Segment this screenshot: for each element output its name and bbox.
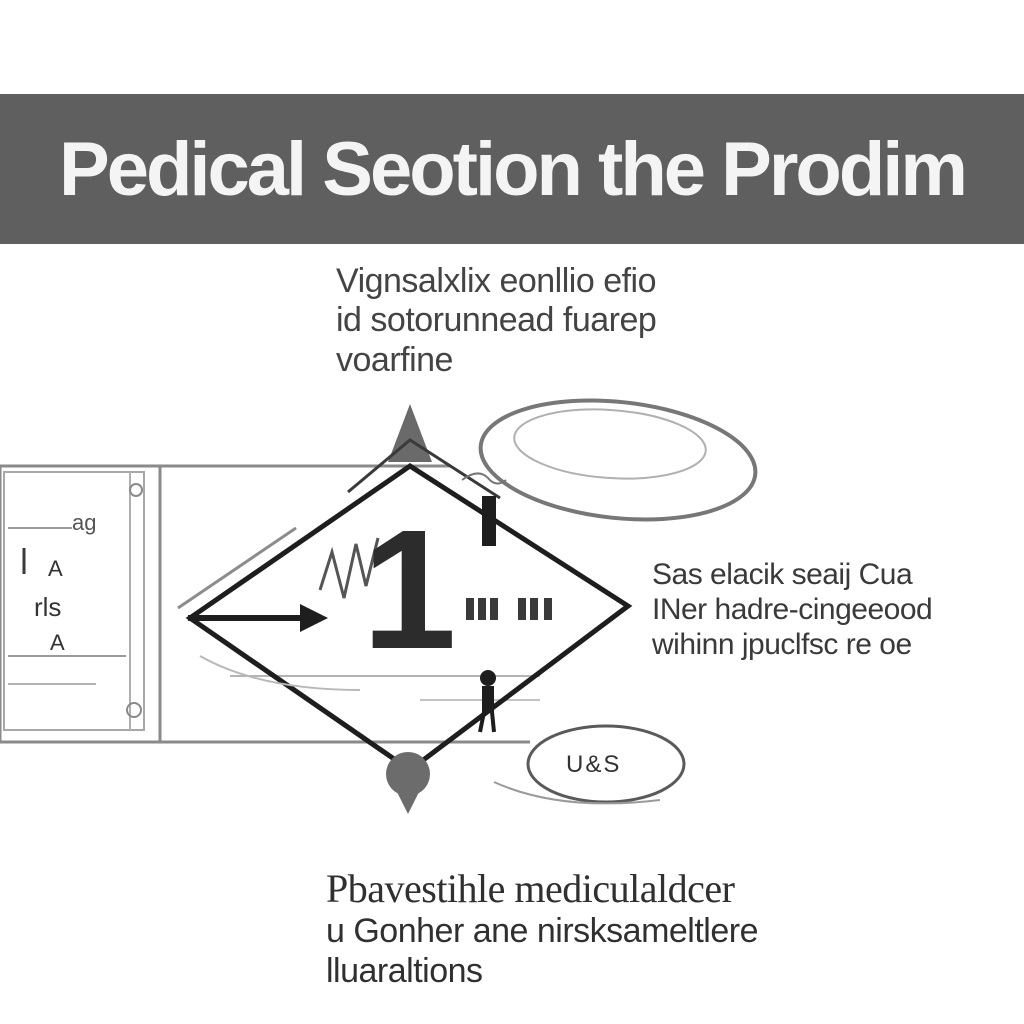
caption-right-line-3: wihinn jpuclfsc re oe [652,627,912,661]
vertical-bar [482,496,496,546]
caption-top: Vignsalxlix eonllio efio id sotorunnead … [336,262,657,380]
big-digit: 1 [362,495,457,685]
title-banner: Pedical Seotion the Prodim [0,94,1024,244]
panel-label-3: rls [34,592,61,622]
person-icon [478,670,496,733]
caption-right-line-1: Sas elacik seaij Cua [652,558,913,591]
caption-top-line-3: voarfine [336,340,453,379]
left-panel: ag A rls A [0,464,162,744]
small-marks [466,598,552,620]
wave-scribble [318,537,380,599]
oval-label: U&S [566,751,621,778]
top-ellipse [478,398,758,522]
location-pin-icon [386,752,430,814]
caption-top-line-2: id sotorunnead fuarep [336,301,657,340]
right-arrow-icon [188,604,328,632]
panel-label-4: A [50,630,65,655]
caption-bottom-line-3: lluaraltions [326,951,483,990]
caption-bottom-line-1: Pbavestihle mediculaldcer [326,866,735,911]
caption-top-line-1: Vignsalxlix eonllio efio [336,262,657,300]
caption-right: Sas elacik seaij Cua INer hadre-cingeeoo… [652,558,933,662]
panel-label-2: A [48,556,63,581]
bottom-oval: U&S [493,724,686,805]
caption-bottom: Pbavestihle mediculaldcer u Gonher ane n… [326,866,759,991]
caption-right-line-2: INer hadre-cingeeood [652,592,933,626]
page-title: Pedical Seotion the Prodim [59,126,968,212]
panel-label-1: ag [72,510,96,535]
caption-bottom-line-2: u Gonher ane nirsksameltlere [326,912,759,951]
